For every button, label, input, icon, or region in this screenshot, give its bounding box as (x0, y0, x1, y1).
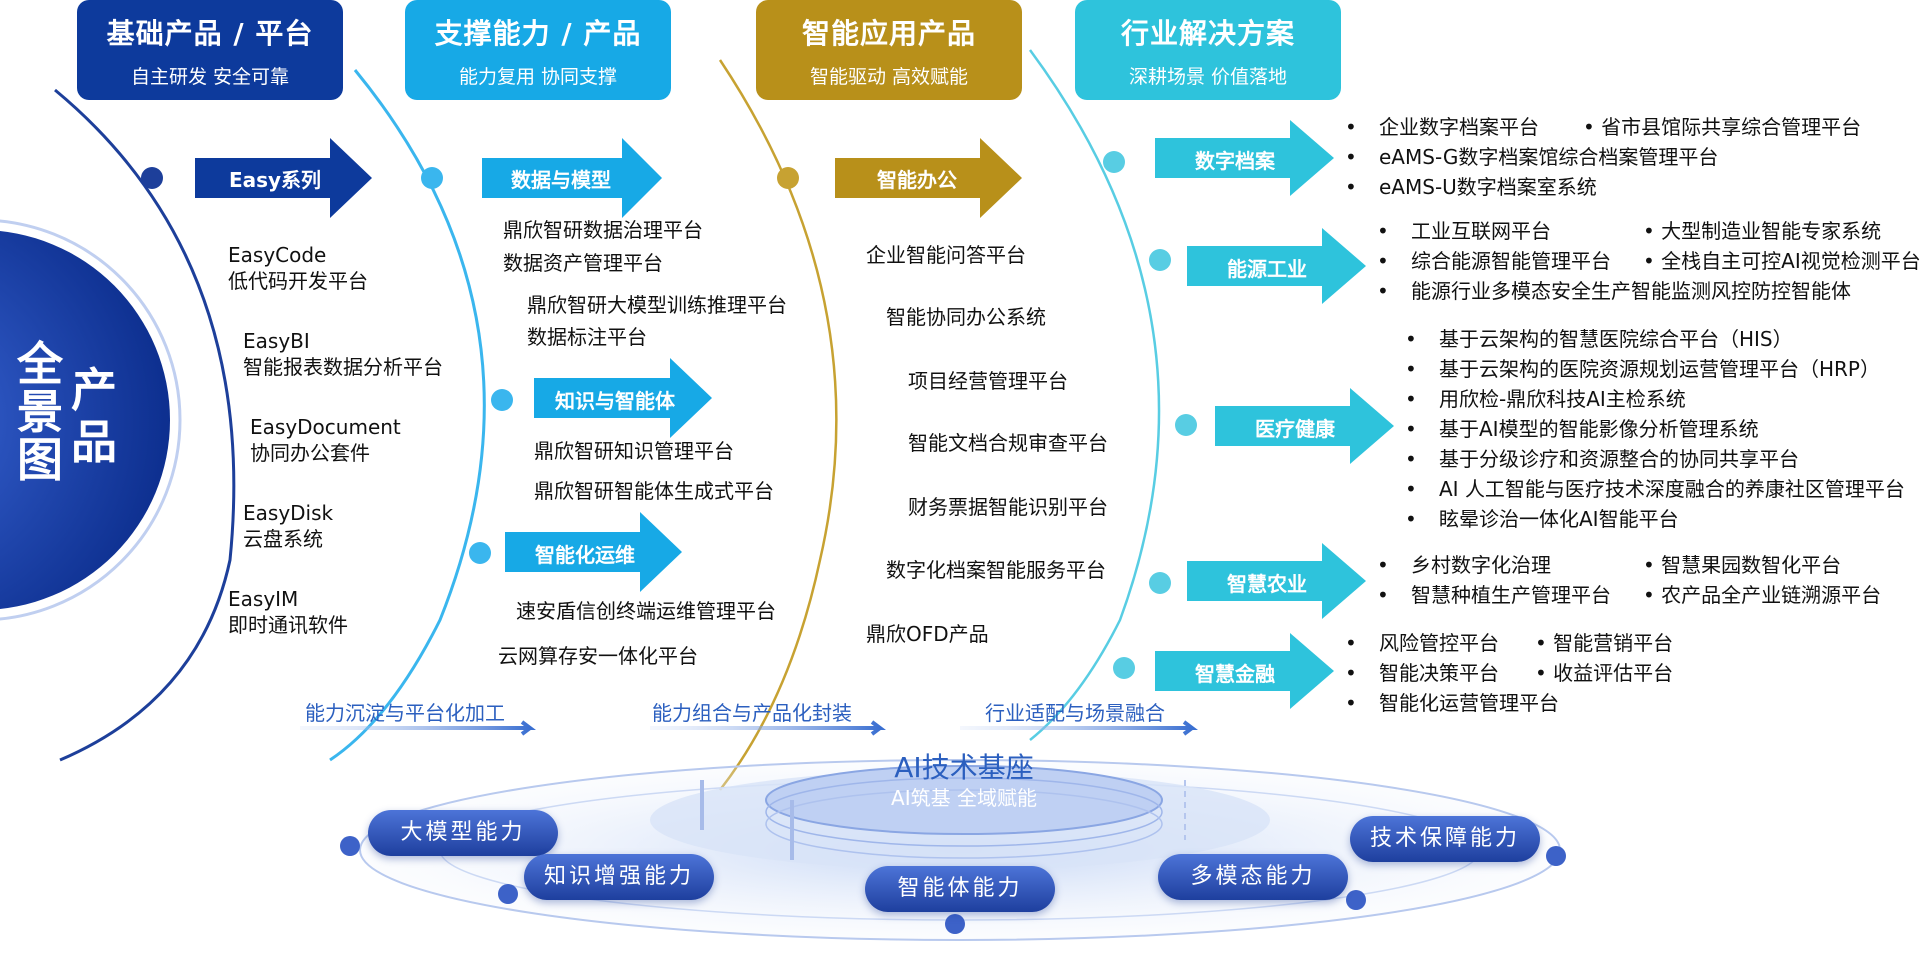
solution-item: 眩晕诊治一体化AI智能平台 (1405, 504, 1905, 534)
solution-item: eAMS-U数字档案室系统 (1345, 172, 1861, 202)
arc-1 (54, 88, 236, 762)
capability-llm: 大模型能力 (368, 810, 558, 856)
capability-tech-support: 技术保障能力 (1350, 816, 1540, 862)
side-title-char: 产 (71, 363, 117, 417)
product-desc: 即时通讯软件 (228, 613, 348, 637)
product-easycode: EasyCode 低代码开发平台 (228, 242, 368, 294)
side-title: 全 景 图 产 品 (16, 340, 136, 500)
support-item: 鼎欣智研知识管理平台 (534, 439, 734, 463)
solution-item: 智能化运营管理平台 (1345, 688, 1673, 718)
app-item: 财务票据智能识别平台 (908, 495, 1108, 519)
side-title-char: 全 (17, 337, 63, 391)
side-circle (0, 231, 170, 609)
arrow-label-smart-finance: 智慧金融 (1195, 662, 1275, 686)
capability-knowledge: 知识增强能力 (524, 854, 714, 900)
product-easyim: EasyIM 即时通讯软件 (228, 586, 348, 638)
capability-agent: 智能体能力 (865, 866, 1055, 912)
arc-2 (329, 69, 486, 762)
column-title: 基础产品 / 平台 (106, 17, 314, 50)
solution-item: 基于云架构的智慧医院综合平台（HIS） (1405, 324, 1905, 354)
product-name: EasyIM (228, 587, 299, 611)
solution-list-healthcare: 基于云架构的智慧医院综合平台（HIS） 基于云架构的医院资源规划运营管理平台（H… (1405, 324, 1905, 534)
support-item: 数据标注平台 (527, 325, 647, 349)
solution-list-agriculture: 乡村数字化治理• 智慧果园数智化平台 智慧种植生产管理平台• 农产品全产业链溯源… (1377, 550, 1881, 610)
column-subtitle: 智能驱动 高效赋能 (809, 66, 969, 88)
arrow-label-healthcare: 医疗健康 (1255, 417, 1335, 441)
solution-item: 能源行业多模态安全生产智能监测风控防控智能体 (1377, 276, 1921, 306)
product-name: EasyBI (243, 329, 310, 353)
solution-item: eAMS-G数字档案馆综合档案管理平台 (1345, 142, 1861, 172)
flow-label-1: 能力沉淀与平台化加工 (305, 701, 505, 725)
arrow-shapes (195, 120, 1394, 709)
solution-item: 基于分级诊疗和资源整合的协同共享平台 (1405, 444, 1905, 474)
arrow-label-intelligent-ops: 智能化运维 (535, 543, 635, 567)
solution-item: 智慧种植生产管理平台• 农产品全产业链溯源平台 (1377, 580, 1881, 610)
capability-multimodal: 多模态能力 (1158, 854, 1348, 900)
column-header-2: 支撑能力 / 产品 能力复用 协同支撑 (405, 0, 671, 100)
arrow-label-smart-agriculture: 智慧农业 (1227, 572, 1307, 596)
product-easydocument: EasyDocument 协同办公套件 (250, 414, 401, 466)
product-easybi: EasyBI 智能报表数据分析平台 (243, 328, 443, 380)
support-item: 鼎欣智研大模型训练推理平台 (527, 293, 787, 317)
product-easydisk: EasyDisk 云盘系统 (243, 500, 333, 552)
arrow-label-digital-archive: 数字档案 (1195, 149, 1275, 173)
product-desc: 云盘系统 (243, 527, 323, 551)
app-item: 项目经营管理平台 (908, 369, 1068, 393)
arrow-label-easy: Easy系列 (228, 168, 322, 192)
column-subtitle: 深耕场景 价值落地 (1128, 66, 1288, 88)
solution-item: 智能决策平台• 收益评估平台 (1345, 658, 1673, 688)
side-title-char: 图 (17, 433, 63, 487)
support-item: 鼎欣智研数据治理平台 (503, 218, 703, 242)
flow-label-3: 行业适配与场景融合 (985, 701, 1165, 725)
column-title: 行业解决方案 (1120, 17, 1295, 50)
solution-item: 工业互联网平台• 大型制造业智能专家系统 (1377, 216, 1921, 246)
solution-list-archive: 企业数字档案平台• 省市县馆际共享综合管理平台 eAMS-G数字档案馆综合档案管… (1345, 112, 1861, 202)
product-desc: 智能报表数据分析平台 (243, 355, 443, 379)
app-item: 智能文档合规审查平台 (908, 431, 1108, 455)
solution-item: 乡村数字化治理• 智慧果园数智化平台 (1377, 550, 1881, 580)
app-item: 数字化档案智能服务平台 (886, 558, 1106, 582)
arrow-label-data-model: 数据与模型 (511, 168, 611, 192)
arc-4 (1028, 49, 1161, 741)
app-item: 鼎欣OFD产品 (866, 622, 989, 646)
column-subtitle: 自主研发 安全可靠 (130, 66, 290, 88)
column-header-1: 基础产品 / 平台 自主研发 安全可靠 (77, 0, 343, 100)
solution-item: 基于AI模型的智能影像分析管理系统 (1405, 414, 1905, 444)
side-title-char: 品 (71, 415, 117, 469)
side-title-char: 景 (17, 385, 63, 439)
solution-item: 风险管控平台• 智能营销平台 (1345, 628, 1673, 658)
support-item: 云网算存安一体化平台 (498, 644, 698, 668)
column-title: 支撑能力 / 产品 (434, 17, 642, 50)
support-item: 鼎欣智研智能体生成式平台 (534, 479, 774, 503)
base-title: AI技术基座 (894, 751, 1034, 784)
product-desc: 低代码开发平台 (228, 269, 368, 293)
column-header-3: 智能应用产品 智能驱动 高效赋能 (756, 0, 1022, 100)
arc-3 (718, 59, 838, 791)
base-subtitle: AI筑基 全域赋能 (891, 786, 1037, 810)
solution-item: 用欣检-鼎欣科技AI主检系统 (1405, 384, 1905, 414)
product-name: EasyDisk (243, 501, 334, 525)
product-name: EasyCode (228, 243, 327, 267)
column-subtitle: 能力复用 协同支撑 (458, 66, 618, 88)
solution-list-finance: 风险管控平台• 智能营销平台 智能决策平台• 收益评估平台 智能化运营管理平台 (1345, 628, 1673, 718)
support-item: 数据资产管理平台 (503, 251, 663, 275)
column-title: 智能应用产品 (801, 17, 976, 50)
solution-item: 基于云架构的医院资源规划运营管理平台（HRP） (1405, 354, 1905, 384)
support-item: 速安盾信创终端运维管理平台 (516, 599, 776, 623)
product-desc: 协同办公套件 (250, 441, 370, 465)
app-item: 智能协同办公系统 (886, 305, 1046, 329)
solution-item: AI 人工智能与医疗技术深度融合的养康社区管理平台 (1405, 474, 1905, 504)
solution-item: 综合能源智能管理平台• 全栈自主可控AI视觉检测平台 (1377, 246, 1921, 276)
solution-list-energy: 工业互联网平台• 大型制造业智能专家系统 综合能源智能管理平台• 全栈自主可控A… (1377, 216, 1921, 306)
flow-label-2: 能力组合与产品化封装 (652, 701, 852, 725)
solution-item: 企业数字档案平台• 省市县馆际共享综合管理平台 (1345, 112, 1861, 142)
product-name: EasyDocument (250, 415, 401, 439)
column-header-4: 行业解决方案 深耕场景 价值落地 (1075, 0, 1341, 100)
app-item: 企业智能问答平台 (866, 243, 1026, 267)
arrow-label-knowledge-agent: 知识与智能体 (555, 389, 675, 413)
arrow-label-smart-office: 智能办公 (877, 168, 957, 192)
arrow-label-energy-industry: 能源工业 (1227, 257, 1307, 281)
